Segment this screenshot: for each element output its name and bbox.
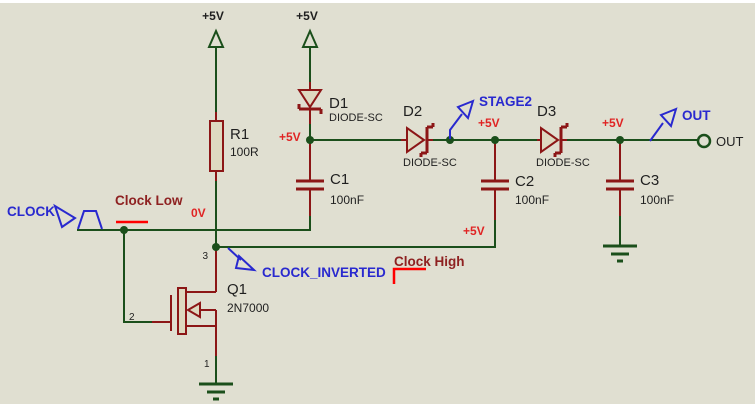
probe-arrow-icon bbox=[234, 254, 257, 272]
capacitor-plates-icon bbox=[606, 179, 634, 191]
mosfet-channel-icon bbox=[177, 287, 187, 335]
schottky-cathode-bar-icon bbox=[419, 123, 435, 157]
junction-dot bbox=[120, 226, 128, 234]
body-diode-arrow-icon bbox=[186, 301, 201, 319]
pin-number-drain: 3 bbox=[202, 251, 208, 262]
junction-dot bbox=[446, 136, 454, 144]
schottky-cathode-bar-icon bbox=[297, 104, 323, 114]
net-label-drain-rail[interactable]: +5V bbox=[463, 224, 485, 238]
component-value[interactable]: DIODE-SC bbox=[536, 157, 590, 169]
pin-number-source: 1 bbox=[204, 359, 210, 370]
annotation-text[interactable]: Clock Low bbox=[115, 193, 183, 208]
probe-clock-inverted[interactable]: CLOCK_INVERTED bbox=[227, 247, 386, 280]
ground-icon bbox=[199, 382, 233, 401]
clock-probe-label[interactable]: CLOCK bbox=[7, 204, 55, 219]
component-value[interactable]: 2N7000 bbox=[227, 301, 269, 315]
ground-icon bbox=[603, 244, 637, 263]
probe-out[interactable]: OUT bbox=[649, 107, 711, 142]
pin-number-gate: 2 bbox=[129, 312, 135, 323]
power-label: +5V bbox=[296, 9, 318, 23]
resistor-body-icon bbox=[209, 120, 224, 172]
component-value[interactable]: DIODE-SC bbox=[329, 112, 383, 124]
component-c2[interactable]: C2 100nF bbox=[481, 142, 549, 220]
power-symbol-r1[interactable]: +5V bbox=[202, 9, 225, 48]
drain-source-leads bbox=[186, 247, 217, 356]
junction-dot bbox=[491, 136, 499, 144]
component-ref[interactable]: R1 bbox=[230, 126, 249, 143]
component-ref[interactable]: D3 bbox=[537, 103, 556, 120]
junction-dot bbox=[212, 243, 220, 251]
component-ref[interactable]: D1 bbox=[329, 95, 348, 112]
junction-dot bbox=[616, 136, 624, 144]
wire-clock-net[interactable] bbox=[77, 216, 311, 231]
component-ref[interactable]: C3 bbox=[640, 172, 659, 189]
clock-pulse-icon bbox=[77, 210, 103, 230]
window-edge-top bbox=[0, 0, 755, 3]
power-arrow-icon bbox=[207, 28, 225, 48]
diode-triangle-icon bbox=[406, 126, 426, 154]
wire-clock-to-gate[interactable] bbox=[123, 230, 152, 323]
annotation-clock-low[interactable]: Clock Low bbox=[115, 193, 183, 224]
high-level-line-icon bbox=[392, 267, 426, 284]
net-label-c3-node[interactable]: +5V bbox=[602, 116, 624, 130]
component-ref[interactable]: C2 bbox=[515, 173, 534, 190]
component-value[interactable]: 100nF bbox=[640, 193, 674, 207]
annotation-text[interactable]: Clock High bbox=[394, 254, 465, 269]
diode-triangle-icon bbox=[540, 126, 560, 154]
component-value[interactable]: 100nF bbox=[515, 193, 549, 207]
probe-arrow-icon bbox=[53, 203, 77, 229]
junction-dot bbox=[306, 136, 314, 144]
power-symbol-d1[interactable]: +5V bbox=[296, 9, 319, 48]
capacitor-plates-icon bbox=[296, 179, 324, 191]
capacitor-plates-icon bbox=[481, 179, 509, 191]
component-ref[interactable]: D2 bbox=[403, 103, 422, 120]
window-edge-bottom bbox=[0, 404, 755, 411]
component-ref[interactable]: C1 bbox=[330, 171, 349, 188]
terminal-circle-icon bbox=[696, 133, 712, 149]
probe-arrow-icon bbox=[659, 107, 678, 128]
wires bbox=[77, 47, 698, 384]
component-c1[interactable]: C1 100nF bbox=[296, 142, 364, 216]
terminal-out[interactable]: OUT bbox=[696, 133, 744, 149]
diode-triangle-icon bbox=[297, 89, 323, 109]
net-label-c1-node[interactable]: +5V bbox=[279, 130, 301, 144]
net-label-clock-rail[interactable]: 0V bbox=[191, 206, 206, 220]
net-label-c2-node[interactable]: +5V bbox=[478, 116, 500, 130]
wire-drain-net[interactable] bbox=[216, 220, 496, 248]
component-q1[interactable]: 3 2 1 Q1 2N7000 bbox=[129, 247, 269, 370]
clock-generator[interactable]: CLOCK bbox=[7, 203, 103, 230]
component-d1[interactable]: D1 DIODE-SC bbox=[297, 82, 383, 124]
annotation-clock-high[interactable]: Clock High bbox=[392, 254, 465, 284]
power-label: +5V bbox=[202, 9, 224, 23]
ground-symbol-c3[interactable] bbox=[603, 244, 637, 263]
component-value[interactable]: DIODE-SC bbox=[403, 157, 457, 169]
probe-label[interactable]: STAGE2 bbox=[479, 94, 532, 109]
component-d3[interactable]: D3 DIODE-SC bbox=[536, 103, 590, 169]
probe-label[interactable]: CLOCK_INVERTED bbox=[262, 265, 386, 280]
probe-shaft bbox=[449, 113, 463, 139]
power-arrow-icon bbox=[301, 28, 319, 48]
junction-dots bbox=[120, 136, 624, 251]
probe-arrow-icon bbox=[456, 99, 475, 120]
component-c3[interactable]: C3 100nF bbox=[606, 142, 674, 216]
component-ref[interactable]: Q1 bbox=[227, 281, 247, 298]
component-d2[interactable]: D2 DIODE-SC bbox=[401, 103, 457, 169]
probe-stage2[interactable]: STAGE2 bbox=[449, 94, 532, 139]
terminal-label: OUT bbox=[716, 134, 744, 149]
component-value[interactable]: 100R bbox=[230, 145, 259, 159]
probe-label[interactable]: OUT bbox=[682, 108, 711, 123]
ground-symbol-q1[interactable] bbox=[199, 382, 233, 401]
component-r1[interactable]: R1 100R bbox=[209, 112, 259, 181]
probe-shaft bbox=[649, 122, 664, 142]
schottky-cathode-bar-icon bbox=[553, 123, 569, 157]
component-value[interactable]: 100nF bbox=[330, 193, 364, 207]
